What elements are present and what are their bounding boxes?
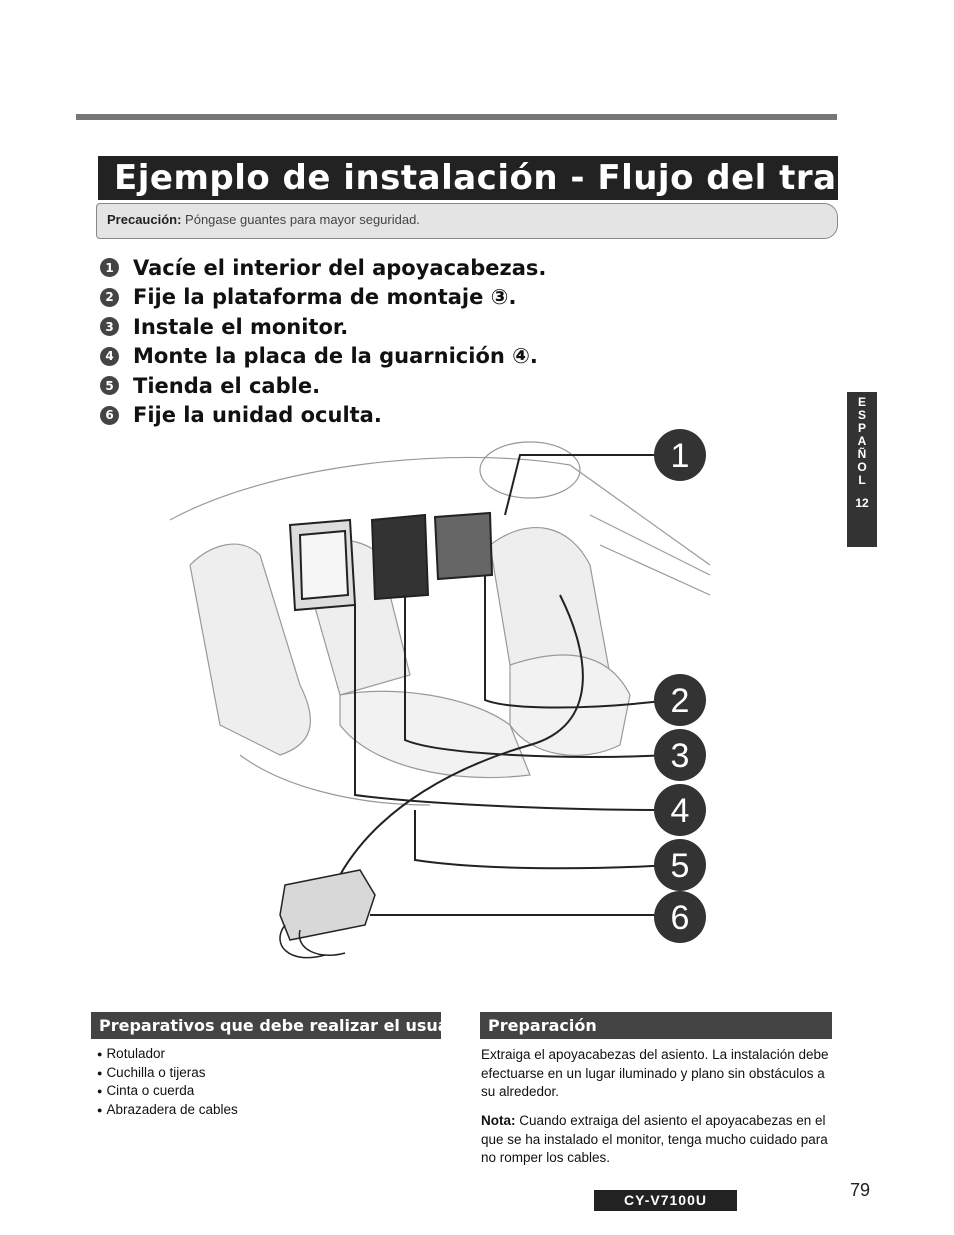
list-item: Cinta o cuerda [97, 1082, 238, 1101]
step-item: 4 Monte la placa de la guarnición ④. [100, 342, 546, 372]
step-item: 1 Vacíe el interior del apoyacabezas. [100, 253, 546, 283]
side-letter: E [857, 395, 866, 409]
callout-label: 1 [671, 437, 690, 475]
callout-label: 5 [671, 847, 690, 885]
model-badge: CY-V7100U [594, 1190, 737, 1211]
step-number: 3 [100, 317, 119, 337]
prep-note: Nota: Cuando extraiga del asiento el apo… [481, 1112, 833, 1168]
step-item: 5 Tienda el cable. [100, 371, 546, 401]
callout-label: 3 [671, 737, 690, 775]
step-item: 6 Fije la unidad oculta. [100, 401, 546, 431]
page-title: Ejemplo de instalación - Flujo del traba… [98, 156, 920, 200]
callout-label: 4 [671, 792, 690, 830]
step-number: 6 [100, 405, 119, 425]
callout-label: 2 [671, 682, 690, 720]
callout-label: 6 [671, 899, 690, 937]
language-side-tab: E S P A Ñ O L 12 [847, 392, 877, 547]
caution-text: Póngase guantes para mayor seguridad. [185, 212, 420, 227]
step-item: 2 Fije la plataforma de montaje ③. [100, 283, 546, 313]
note-label: Nota: [481, 1113, 516, 1128]
side-letter: Ñ [857, 447, 867, 461]
step-number: 1 [100, 258, 119, 278]
list-item: Abrazadera de cables [97, 1101, 237, 1120]
side-letter: S [857, 408, 866, 422]
step-number: 2 [100, 287, 119, 307]
step-text: Fije la plataforma de montaje ③. [133, 285, 517, 310]
callout-markers [654, 429, 706, 943]
step-text: Vacíe el interior del apoyacabezas. [133, 255, 547, 280]
side-page-number: 12 [855, 496, 869, 510]
list-item: Cuchilla o tijeras [97, 1064, 238, 1083]
step-text: Instale el monitor. [133, 314, 349, 339]
step-text: Tienda el cable. [133, 373, 321, 398]
step-number: 5 [100, 376, 119, 396]
step-number: 4 [100, 346, 119, 366]
step-text: Monte la placa de la guarnición ④. [133, 344, 538, 369]
caution-box: Precaución: Póngase guantes para mayor s… [96, 203, 838, 239]
prep-heading: Preparación [480, 1012, 832, 1039]
list-item: Rotulador [97, 1045, 238, 1064]
user-prep-list: Rotulador Cuchilla o tijeras Cinta o cue… [97, 1045, 238, 1120]
step-item: 3 Instale el monitor. [100, 312, 546, 342]
step-text: Fije la unidad oculta. [133, 403, 382, 428]
caution-label: Precaución: [107, 212, 182, 227]
installation-illustration: 1 2 3 4 5 6 [169, 429, 710, 959]
side-letter: O [857, 460, 867, 474]
side-letter: L [858, 473, 866, 487]
note-text: Cuando extraiga del asiento el apoyacabe… [481, 1113, 828, 1165]
page-number: 79 [850, 1180, 871, 1200]
top-rule [76, 114, 837, 120]
user-prep-heading: Preparativos que debe realizar el usuari… [91, 1012, 473, 1039]
side-letter: A [857, 434, 867, 448]
side-letter: P [857, 421, 866, 435]
prep-text: Extraiga el apoyacabezas del asiento. La… [481, 1047, 829, 1099]
